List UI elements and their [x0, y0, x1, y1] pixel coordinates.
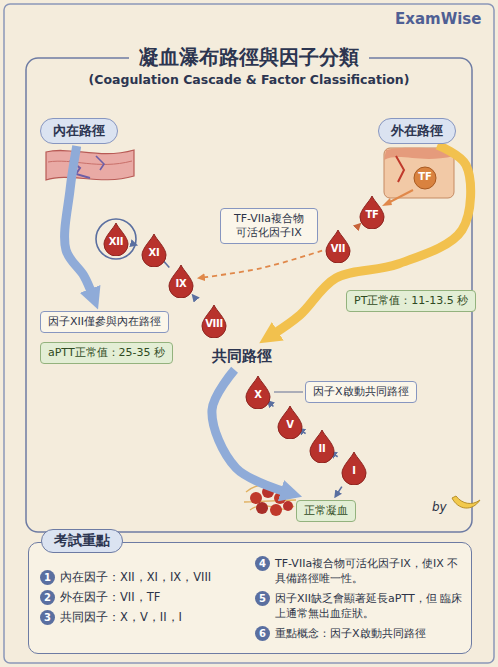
node-text: aPTT正常值：25-35 秒 [48, 346, 165, 360]
factor-drop: XI [140, 233, 168, 267]
key-points-right: 4 TF-VIIa複合物可活化因子IX，使IX 不具備路徑唯一性。 5 因子XII缺乏… [255, 556, 465, 641]
factor-label: IX [167, 264, 195, 290]
red-cell [283, 501, 293, 511]
factor-label: V [276, 405, 304, 431]
node-text: 因子X啟動共同路徑 [313, 385, 409, 399]
note-box: 因子XII僅參與內在路徑 [40, 311, 169, 333]
connector [337, 487, 342, 494]
connector [302, 431, 306, 434]
connector [274, 391, 303, 392]
key-point-row: 4 TF-VIIa複合物可活化因子IX，使IX 不具備路徑唯一性。 [255, 556, 465, 586]
node-text: 內在路徑 [53, 122, 105, 140]
node-text: 因子XII僅參與內在路徑 [48, 315, 161, 329]
factor-drop: VIII [200, 304, 228, 338]
brand-mark: ExamWise [395, 10, 481, 28]
key-point-row: 5 因子XII缺乏會顯著延長aPTT，但 臨床上通常無出血症狀。 [255, 591, 465, 621]
key-point-text: 共同因子：X，V，II，I [60, 610, 245, 625]
factor-label: XII [102, 222, 130, 248]
callout-number: 3 [40, 610, 55, 625]
factor-label: II [308, 429, 336, 455]
vessel-line [48, 161, 132, 164]
vessel-illustration [46, 150, 134, 180]
byline: by [432, 500, 447, 514]
tf-marker: TF [415, 171, 435, 182]
connector [212, 370, 287, 493]
factor-label: X [244, 375, 272, 401]
vessel-tear [96, 156, 104, 170]
value-box: PT正常值：11-13.5 秒 [346, 290, 476, 312]
key-point-text: 因子XII缺乏會顯著延長aPTT，但 臨床上通常無出血症狀。 [275, 591, 465, 621]
connector [65, 146, 93, 295]
factor-label: I [340, 451, 368, 477]
red-cell [270, 504, 282, 516]
key-point-row: 1 內在因子：XII，XI，IX，VIII [40, 570, 245, 585]
callout-number: 5 [255, 591, 270, 606]
key-points-left: 1 內在因子：XII，XI，IX，VIII 2 外在因子：VII，TF 3 共同因子：X，… [40, 570, 245, 625]
factor-drop: XII [102, 222, 130, 256]
tissue-illustration [382, 148, 454, 206]
factor-drop: IX [167, 264, 195, 298]
note-box: TF-VIIa複合物 可活化因子IX [220, 208, 318, 244]
key-point-text: 外在因子：VII，TF [60, 590, 245, 605]
key-point-text: 重點概念：因子X啟動共同路徑 [275, 626, 465, 641]
value-box: aPTT正常值：25-35 秒 [40, 342, 173, 364]
highlight-ring [96, 219, 136, 259]
outer-frame [4, 4, 494, 663]
value-box: 正常凝血 [296, 500, 356, 522]
wound-line [396, 156, 404, 182]
callout-number: 2 [40, 590, 55, 605]
subtitle: (Coagulation Cascade & Factor Classifica… [0, 72, 498, 87]
key-point-text: TF-VIIa複合物可活化因子IX，使IX 不具備路徑唯一性。 [275, 556, 465, 586]
factor-label: VII [324, 229, 352, 255]
note-box: 因子X啟動共同路徑 [305, 381, 417, 403]
red-cell [256, 502, 268, 514]
connector [334, 454, 338, 457]
red-cell [250, 492, 262, 504]
connector [270, 404, 273, 407]
connector [203, 251, 323, 278]
factor-drop: X [244, 375, 272, 409]
tf-arrowhead [382, 198, 392, 206]
factor-drop: I [340, 451, 368, 485]
main-frame [26, 58, 472, 532]
callout-number: 6 [255, 626, 270, 641]
factor-drop: II [308, 429, 336, 463]
key-point-text: 內在因子：XII，XI，IX，VIII [60, 570, 245, 585]
node-text: 正常凝血 [304, 504, 348, 518]
pathway-tag: 內在路徑 [40, 118, 118, 144]
factor-label: VIII [200, 304, 228, 330]
factor-drop: TF [358, 195, 386, 229]
factor-label: TF [358, 195, 386, 221]
pathway-tag: 外在路徑 [378, 118, 456, 144]
factor-label: XI [140, 233, 168, 259]
connector [356, 226, 358, 228]
key-point-row: 6 重點概念：因子X啟動共同路徑 [255, 626, 465, 641]
key-point-row: 3 共同因子：X，V，II，I [40, 610, 245, 625]
node-text: TF-VIIa複合物 可活化因子IX [228, 212, 310, 240]
callout-number: 1 [40, 570, 55, 585]
title: 凝血瀑布路徑與因子分類 [0, 44, 498, 71]
node-text: 外在路徑 [391, 122, 443, 140]
node-text: 共同路徑 [212, 347, 272, 366]
tissue-block [384, 148, 454, 198]
banana-icon [452, 496, 480, 508]
factor-drop: VII [324, 229, 352, 263]
callout-number: 4 [255, 556, 270, 571]
connector [195, 298, 196, 299]
connector [131, 243, 133, 245]
key-point-row: 2 外在因子：VII，TF [40, 590, 245, 605]
node-text: PT正常值：11-13.5 秒 [354, 294, 468, 308]
factor-drop: V [276, 405, 304, 439]
section-heading: 共同路徑 [208, 345, 276, 368]
tf-circle [414, 167, 436, 189]
panel-heading: 考試重點 [41, 529, 123, 553]
vessel-wall [46, 150, 134, 180]
